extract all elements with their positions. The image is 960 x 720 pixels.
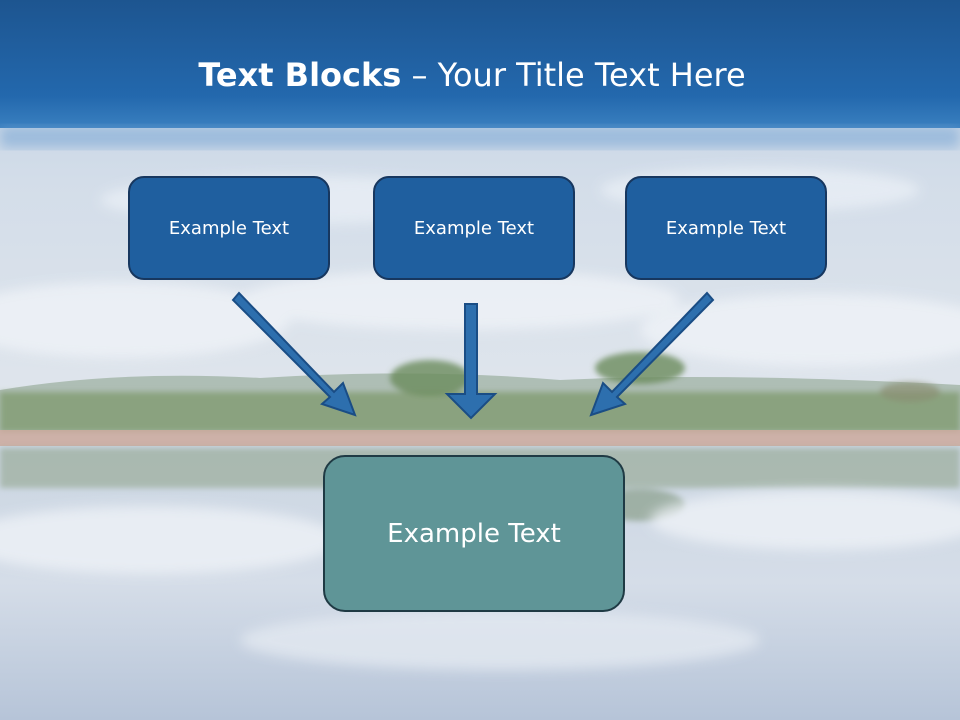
text-block-3: Example Text [625, 176, 827, 280]
main-text-block: Example Text [323, 455, 625, 612]
main-text-block-label: Example Text [387, 518, 561, 549]
text-block-3-label: Example Text [665, 217, 787, 239]
text-block-1: Example Text [128, 176, 330, 280]
text-block-2-label: Example Text [413, 217, 535, 239]
title-bold-part: Text Blocks [198, 56, 402, 94]
text-block-2: Example Text [373, 176, 575, 280]
title-rest: – Your Title Text Here [401, 56, 746, 94]
slide-title: Text Blocks – Your Title Text Here [0, 52, 944, 98]
text-block-1-label: Example Text [168, 217, 290, 239]
